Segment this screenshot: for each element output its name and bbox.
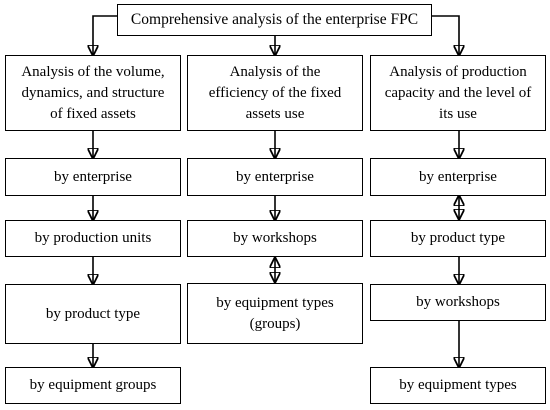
col1-item-enterprise: by enterprise <box>5 158 181 196</box>
col1-item-production-units: by production units <box>5 220 181 257</box>
col2-header-box: Analysis of the efficiency of the fixed … <box>187 55 363 131</box>
col3-item-product-type: by product type <box>370 220 546 257</box>
col3-item-equipment-types: by equipment types <box>370 367 546 404</box>
col1-item-product-type: by product type <box>5 284 181 344</box>
col2-item-workshops: by workshops <box>187 220 363 257</box>
col3-header-box: Analysis of production capacity and the … <box>370 55 546 131</box>
col1-header-box: Analysis of the volume, dynamics, and st… <box>5 55 181 131</box>
col3-item-workshops: by workshops <box>370 284 546 321</box>
col1-item-equipment-groups: by equipment groups <box>5 367 181 404</box>
col3-item-enterprise: by enterprise <box>370 158 546 196</box>
col2-item-equipment-types-groups: by equipment types (groups) <box>187 283 363 344</box>
root-box: Comprehensive analysis of the enterprise… <box>117 4 432 36</box>
root-to-col1-arrow <box>93 15 117 55</box>
col2-item-enterprise: by enterprise <box>187 158 363 196</box>
root-to-col3-arrow <box>432 15 459 55</box>
